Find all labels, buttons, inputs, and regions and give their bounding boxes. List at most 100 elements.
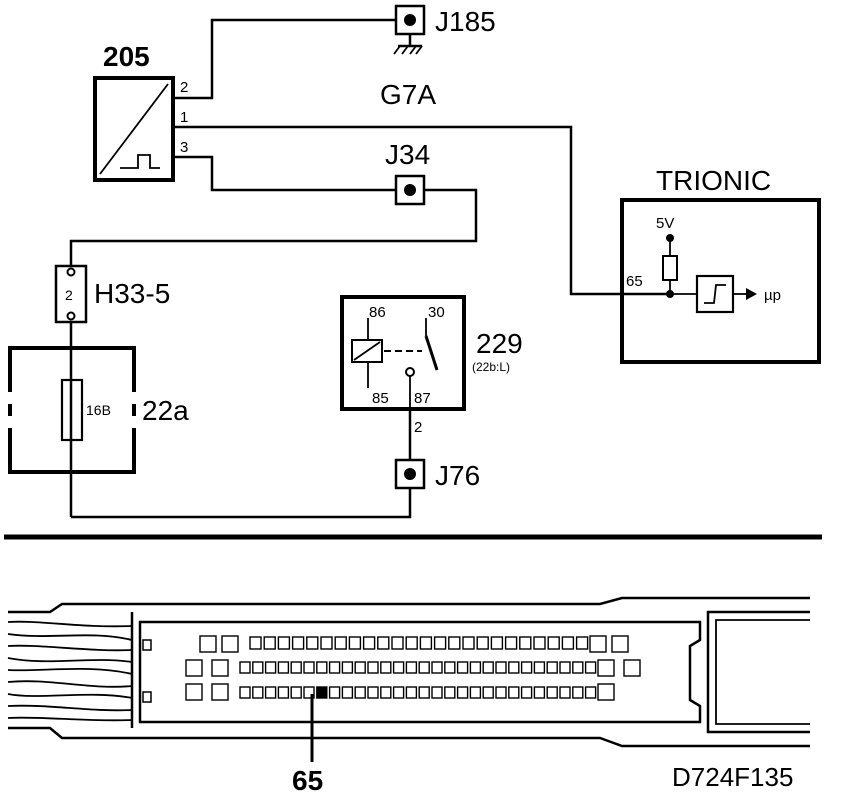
fuse-box-label: 22a <box>142 395 189 426</box>
connector-pin <box>433 636 447 650</box>
connector-pin <box>508 686 520 699</box>
connector-pin <box>495 661 507 674</box>
trionic-label: TRIONIC <box>656 165 771 196</box>
sensor-pin-1: 1 <box>180 109 188 126</box>
connector-pin <box>448 636 461 650</box>
connector-pin <box>380 686 392 699</box>
connector-pin <box>316 661 328 674</box>
connector-pin <box>320 636 333 650</box>
sensor-pin-2: 2 <box>180 79 188 96</box>
connector-pin <box>252 661 264 674</box>
relay-internal <box>351 318 439 409</box>
connector-pin <box>589 635 607 653</box>
connector-pin <box>277 686 290 699</box>
connector-pin <box>547 636 560 650</box>
connector-pin <box>575 636 589 650</box>
h33-label: H33-5 <box>94 278 170 309</box>
j185-label: J185 <box>435 6 496 37</box>
connector-pin <box>264 686 277 699</box>
splice-j76 <box>394 458 426 490</box>
connector-pin <box>391 636 404 650</box>
connector-pin <box>533 686 546 699</box>
connector-pin <box>561 636 575 650</box>
connector-pin <box>354 686 366 699</box>
wire-205-j34 <box>173 155 396 192</box>
ecu-connector <box>7 596 810 748</box>
connector-pin <box>405 636 418 650</box>
connector-pin <box>264 661 277 674</box>
connector-h33 <box>54 264 88 324</box>
connector-pin <box>533 661 546 674</box>
connector-pin <box>306 636 319 650</box>
connector-pin <box>456 686 469 699</box>
connector-pin <box>572 661 584 674</box>
connector-pin <box>597 659 615 677</box>
relay-pin-30: 30 <box>428 304 445 321</box>
connector-pin <box>392 661 405 674</box>
connector-pin <box>362 636 376 650</box>
connector-pin <box>380 661 392 674</box>
five-v-label: 5V <box>656 215 674 232</box>
sensor-pin-3: 3 <box>180 139 188 156</box>
connector-pin <box>469 686 482 699</box>
relay-wire-pin: 2 <box>414 419 422 436</box>
connector-pin <box>334 636 347 650</box>
connector-pin <box>476 636 489 650</box>
connector-pin <box>504 636 518 650</box>
connector-pin <box>456 661 469 674</box>
relay-pin-86: 86 <box>369 304 386 321</box>
connector-pin <box>341 686 354 699</box>
connector-pin <box>367 686 379 699</box>
connector-pin <box>291 636 305 650</box>
relay-pin-85: 85 <box>372 390 389 407</box>
connector-pin <box>584 686 597 699</box>
connector-pin <box>431 686 443 699</box>
connector-pin <box>211 683 229 701</box>
connector-pin-grid <box>185 635 641 701</box>
connector-pin-65 <box>316 686 328 699</box>
connector-pin <box>462 636 475 650</box>
splice-j34 <box>394 174 426 206</box>
connector-pin <box>444 686 456 699</box>
connector-pin <box>341 661 354 674</box>
connector-pin <box>239 686 251 699</box>
figure-code: D724F135 <box>672 762 793 792</box>
h33-pin: 2 <box>65 287 73 303</box>
wire-205-j185 <box>173 18 396 100</box>
sensor-205 <box>93 76 175 182</box>
connector-pin <box>495 686 507 699</box>
connector-pin <box>348 636 362 650</box>
wire-fuse-j76 <box>71 488 412 519</box>
connector-pin <box>328 661 341 674</box>
connector-pin <box>469 661 482 674</box>
connector-pin <box>199 635 217 653</box>
connector-pin <box>185 683 203 701</box>
connector-pin <box>533 636 546 650</box>
connector-pin <box>303 661 315 674</box>
connector-pin <box>185 659 203 677</box>
connector-pin <box>482 661 494 674</box>
connector-pin <box>328 686 341 699</box>
connector-pin <box>623 659 641 677</box>
connector-pin <box>546 661 558 674</box>
connector-pin <box>290 661 302 674</box>
connector-pin <box>418 686 430 699</box>
connector-pin <box>303 686 315 699</box>
connector-pin <box>444 661 456 674</box>
ground-j185 <box>393 4 426 55</box>
connector-pin <box>277 636 291 650</box>
connector-pin-label: 65 <box>292 765 323 796</box>
relay-id: 229 <box>476 328 523 359</box>
connector-pin <box>419 636 433 650</box>
j76-label: J76 <box>435 460 480 491</box>
fuse-rating: 16B <box>86 402 111 418</box>
j34-label: J34 <box>385 139 430 170</box>
relay-229 <box>340 295 466 411</box>
connector-pin <box>559 661 571 674</box>
g7a-label: G7A <box>380 79 436 110</box>
microprocessor-label: µp <box>764 287 781 304</box>
connector-pin <box>508 661 520 674</box>
trionic-box <box>620 198 821 364</box>
connector-pin <box>367 661 379 674</box>
